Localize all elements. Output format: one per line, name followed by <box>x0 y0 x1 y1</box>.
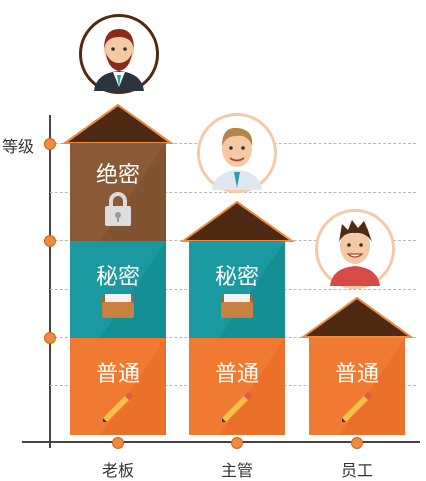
category-label-boss: 老板 <box>101 461 134 480</box>
avatar-boss <box>79 14 159 94</box>
y-axis-dot <box>44 235 56 247</box>
y-axis-label: 等级 <box>2 137 35 156</box>
roof-boss <box>62 103 174 144</box>
block-normal-employee: 普通 <box>309 338 405 435</box>
level-label-top-secret: 绝密 <box>95 163 140 188</box>
block-normal-boss: 普通 <box>70 338 166 435</box>
x-axis-dot <box>231 437 243 449</box>
roof-employee <box>300 296 414 338</box>
pencil-icon <box>103 392 133 422</box>
block-top-secret: 绝密 <box>70 143 166 241</box>
lock-icon <box>105 192 131 226</box>
level-label-normal: 普通 <box>334 362 379 387</box>
block-normal-manager: 普通 <box>189 338 285 435</box>
category-label-manager: 主管 <box>220 461 253 480</box>
folder-icon <box>221 294 253 318</box>
pencil-icon <box>222 392 252 422</box>
avatar-employee <box>315 209 395 289</box>
block-secret-boss: 秘密 <box>70 241 166 338</box>
block-secret-manager: 秘密 <box>189 241 285 338</box>
pencil-icon <box>342 392 372 422</box>
y-axis-dot <box>44 332 56 344</box>
category-label-employee: 员工 <box>340 461 373 480</box>
roof-manager <box>180 200 295 242</box>
level-label-secret: 秘密 <box>95 265 140 290</box>
x-axis-dot <box>351 437 363 449</box>
y-axis-dot <box>44 138 56 150</box>
x-axis-dot <box>112 437 124 449</box>
avatar-manager <box>197 113 277 193</box>
folder-icon <box>102 294 134 318</box>
level-label-normal: 普通 <box>214 362 259 387</box>
level-label-secret: 秘密 <box>214 265 259 290</box>
level-label-normal: 普通 <box>95 362 140 387</box>
